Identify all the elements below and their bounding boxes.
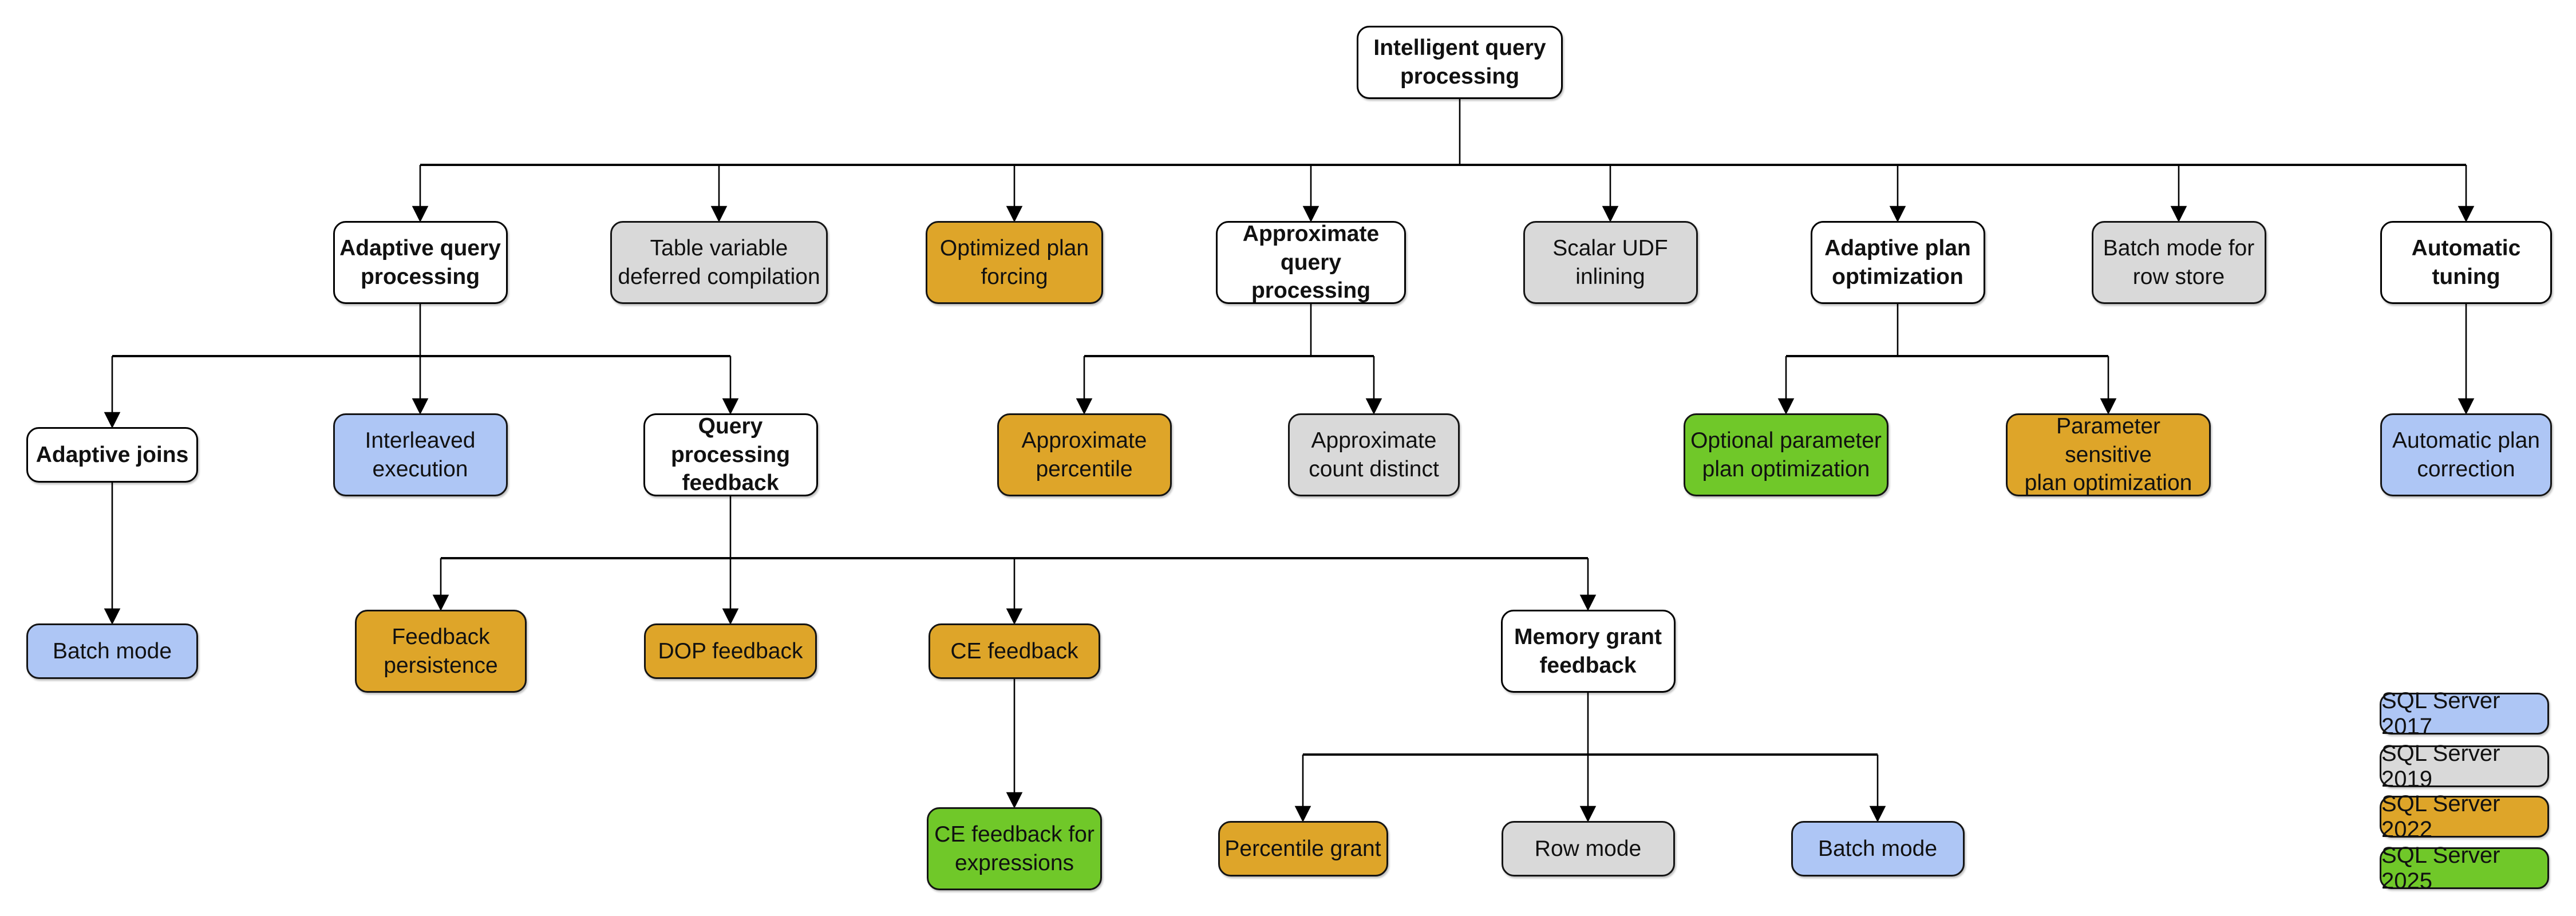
legend-sql-server-2025: SQL Server 2025	[2380, 843, 2549, 894]
legend-sql-server-2022: SQL Server 2022	[2380, 791, 2549, 842]
node-query-processing-feedback: Query processing feedback	[643, 413, 818, 496]
node-adaptive-query-processing: Adaptive query processing	[333, 221, 508, 304]
node-memory-grant-feedback: Memory grant feedback	[1500, 610, 1676, 693]
node-batch-mode-for-row-store: Batch mode for row store	[2091, 221, 2266, 304]
node-intelligent-query-processing: Intelligent query processing	[1357, 26, 1563, 99]
node-interleaved-execution: Interleaved execution	[333, 413, 508, 496]
node-ce-feedback-for-expressions: CE feedback for expressions	[927, 807, 1102, 890]
node-batch-mode: Batch mode	[1791, 821, 1965, 876]
node-row-mode: Row mode	[1501, 821, 1675, 876]
node-ce-feedback: CE feedback	[929, 623, 1100, 679]
node-parameter-sensitive-plan-optimization: Parameter sensitive plan optimization	[2006, 413, 2211, 496]
node-table-variable-deferred-compilation: Table variable deferred compilation	[610, 221, 828, 304]
legend-sql-server-2019: SQL Server 2019	[2380, 741, 2549, 792]
node-optional-parameter-plan-optimization: Optional parameter plan optimization	[1684, 413, 1888, 496]
node-optimized-plan-forcing: Optimized plan forcing	[926, 221, 1103, 304]
node-dop-feedback: DOP feedback	[644, 623, 817, 679]
node-automatic-plan-correction: Automatic plan correction	[2380, 413, 2552, 496]
node-batch-mode: Batch mode	[26, 623, 198, 679]
node-feedback-persistence: Feedback persistence	[355, 610, 527, 693]
node-approximate-query-processing: Approximate query processing	[1216, 221, 1406, 304]
node-percentile-grant: Percentile grant	[1218, 821, 1388, 876]
node-automatic-tuning: Automatic tuning	[2380, 221, 2552, 304]
node-adaptive-plan-optimization: Adaptive plan optimization	[1810, 221, 1985, 304]
node-approximate-count-distinct: Approximate count distinct	[1288, 413, 1460, 496]
node-adaptive-joins: Adaptive joins	[26, 427, 198, 483]
legend-sql-server-2017: SQL Server 2017	[2380, 688, 2549, 739]
node-scalar-udf-inlining: Scalar UDF inlining	[1523, 221, 1698, 304]
node-approximate-percentile: Approximate percentile	[997, 413, 1172, 496]
